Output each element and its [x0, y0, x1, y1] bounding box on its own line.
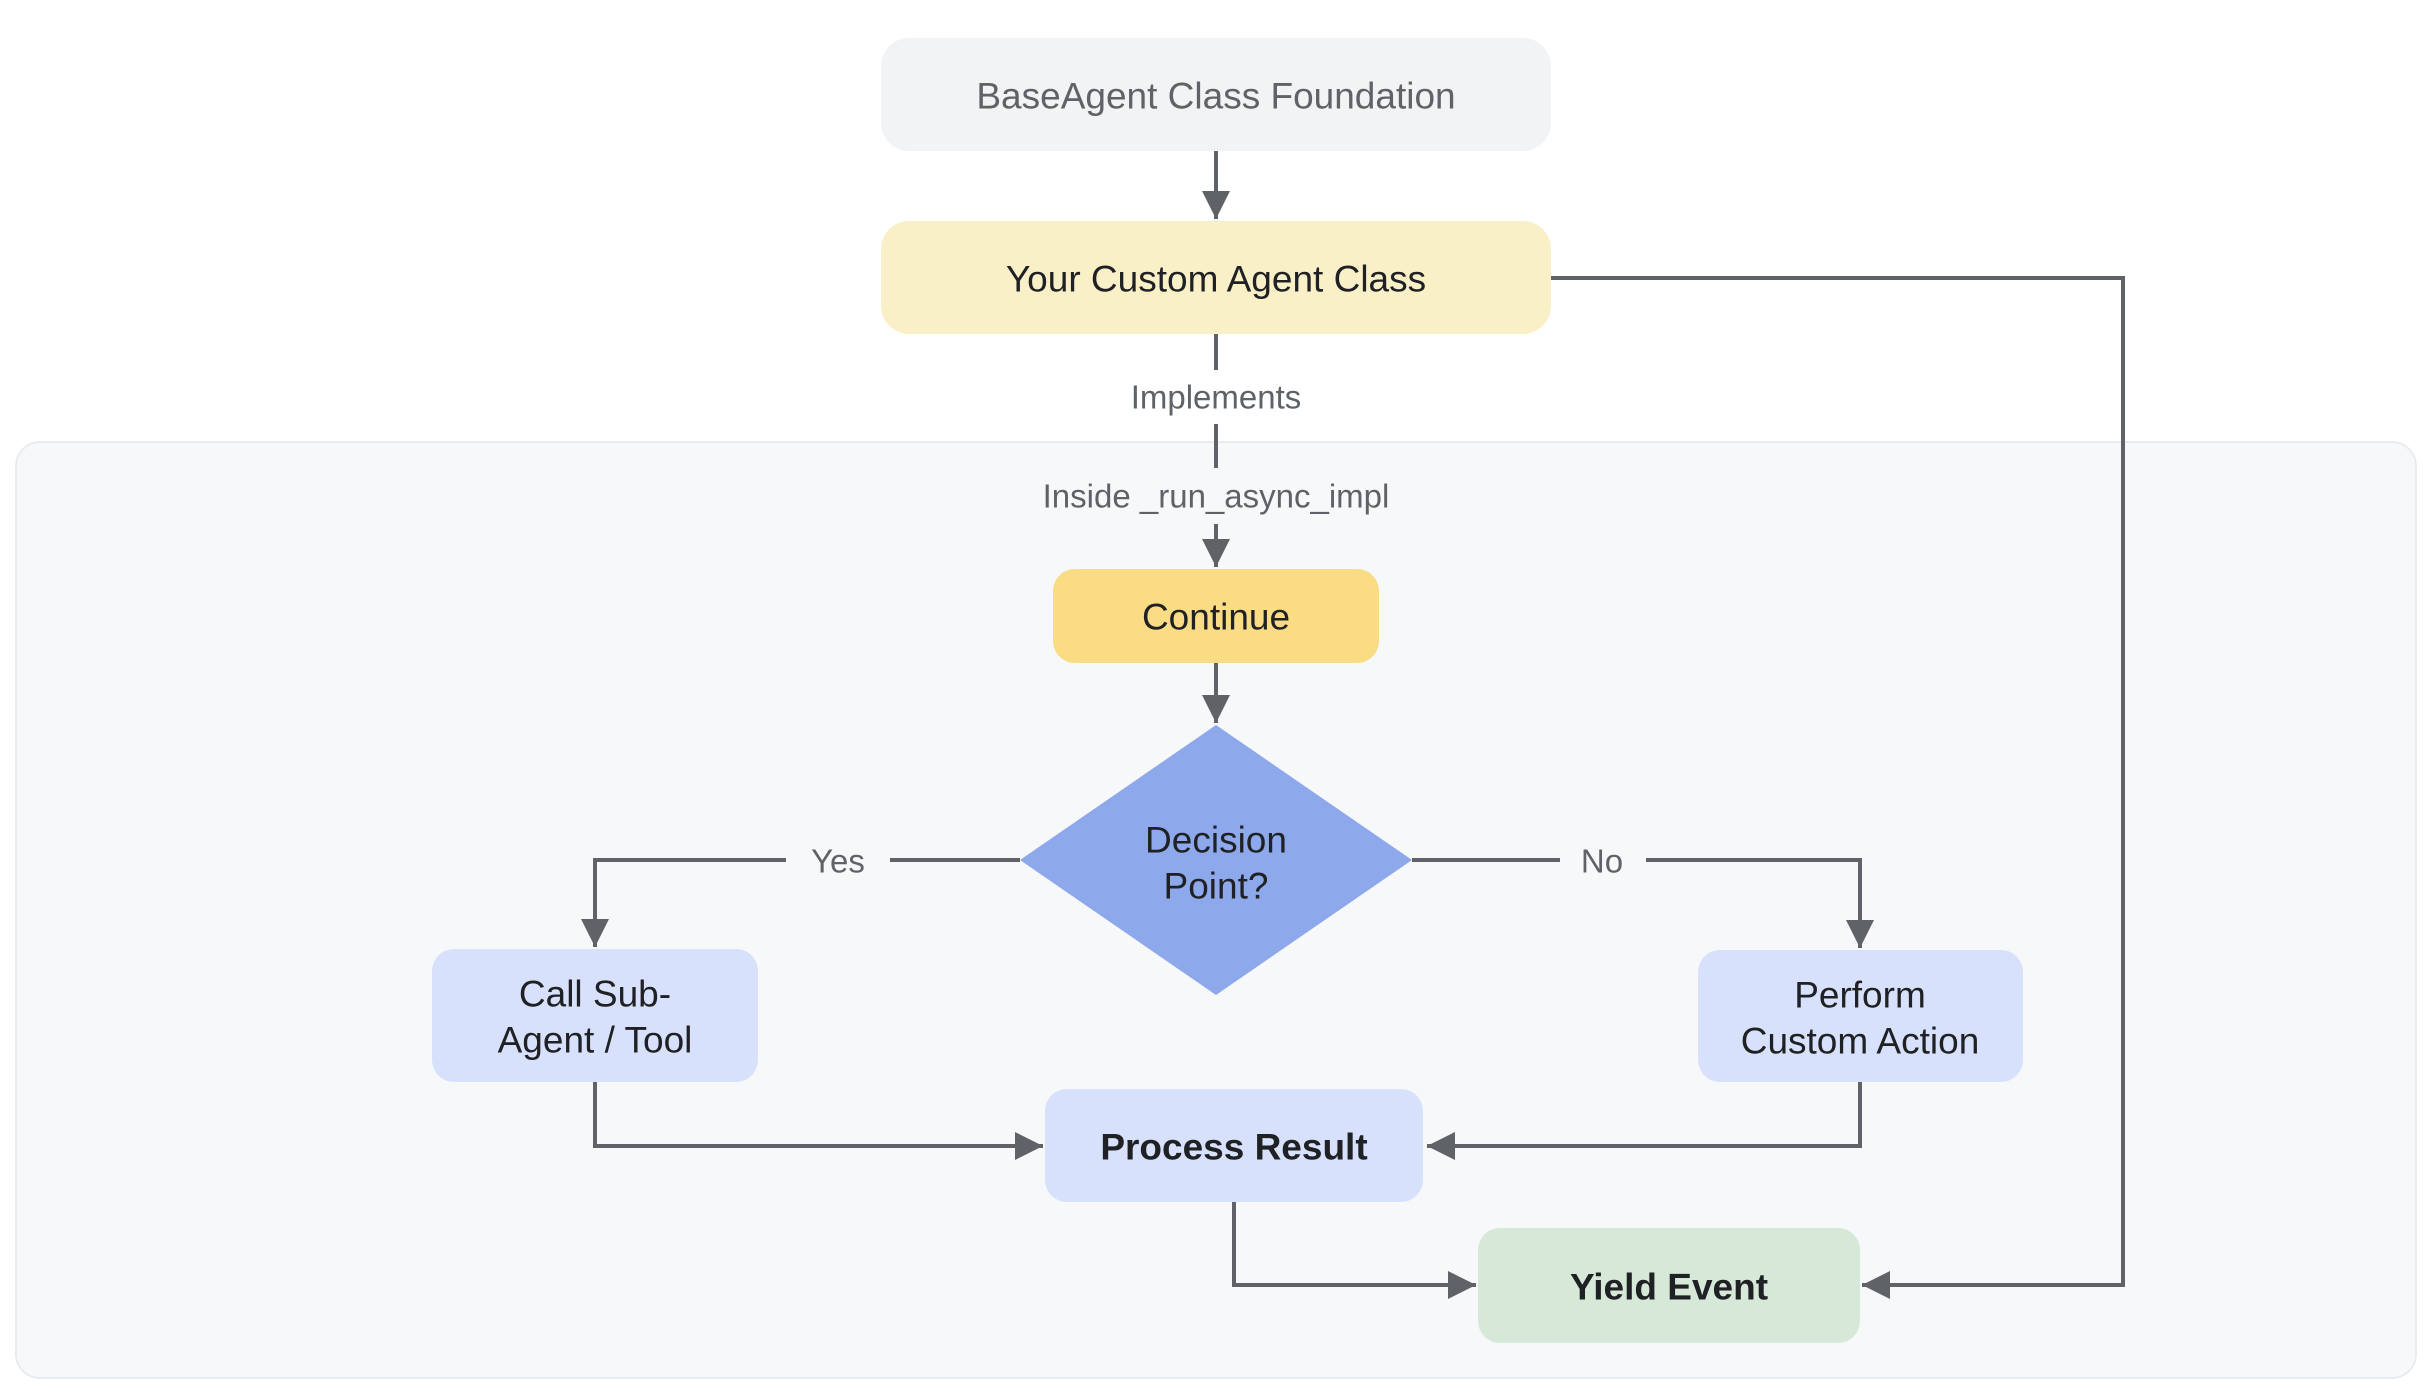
node-perform-action [1698, 950, 2023, 1082]
node-decision-label-line2: Point? [1164, 866, 1269, 907]
node-continue-label: Continue [1142, 597, 1290, 638]
edge-subagent-to-process [593, 1082, 1043, 1160]
node-baseagent-foundation [881, 38, 1551, 151]
node-decision-diamond [1020, 725, 1412, 995]
edge-label-implements: Implements [1131, 379, 1302, 416]
node-custom-agent-class [881, 221, 1551, 334]
edge-label-no: No [1581, 843, 1623, 880]
node-call-subagent-label-line2: Agent / Tool [498, 1020, 693, 1061]
edge-decision-no-seg2 [1646, 858, 1874, 948]
edge-process-to-yield [1232, 1202, 1476, 1299]
node-call-subagent [432, 949, 758, 1082]
edge-custom-to-yield [1551, 276, 2125, 1299]
node-perform-action-label-line1: Perform [1794, 975, 1926, 1016]
node-baseagent-foundation-label: BaseAgent Class Foundation [976, 76, 1455, 117]
node-continue [1053, 569, 1379, 663]
node-yield-event [1478, 1228, 1860, 1343]
edge-label-inside-run-async-impl: Inside _run_async_impl [1043, 478, 1390, 515]
node-call-subagent-label-line1: Call Sub- [519, 974, 671, 1015]
node-decision-label-line1: Decision [1145, 820, 1287, 861]
node-perform-action-label-line2: Custom Action [1741, 1021, 1980, 1062]
node-process-result-label: Process Result [1100, 1127, 1367, 1168]
edge-label-yes: Yes [811, 843, 865, 880]
node-process-result [1045, 1089, 1423, 1202]
edge-decision-yes-seg2 [581, 858, 786, 947]
node-custom-agent-class-label: Your Custom Agent Class [1006, 259, 1426, 300]
node-yield-event-label: Yield Event [1570, 1267, 1768, 1308]
edge-action-to-process [1427, 1082, 1862, 1160]
